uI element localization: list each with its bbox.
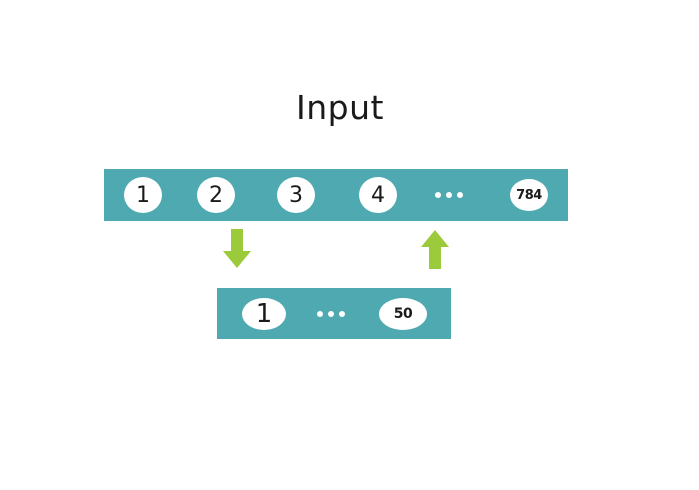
- input-node-784: 784: [510, 179, 548, 211]
- diagram-title: Input: [296, 88, 384, 127]
- arrow-down-icon: [223, 229, 251, 268]
- input-ellipsis: [435, 192, 463, 198]
- hidden-layer-bar: 1 50: [217, 288, 451, 339]
- input-node-4: 4: [359, 177, 397, 213]
- hidden-node-1: 1: [242, 298, 286, 330]
- arrow-up-icon: [421, 230, 449, 269]
- input-node-1: 1: [124, 177, 162, 213]
- input-node-2: 2: [197, 177, 235, 213]
- hidden-ellipsis: [317, 311, 345, 317]
- hidden-node-50: 50: [379, 298, 427, 330]
- input-node-3: 3: [277, 177, 315, 213]
- input-layer-bar: 1 2 3 4 784: [104, 169, 568, 221]
